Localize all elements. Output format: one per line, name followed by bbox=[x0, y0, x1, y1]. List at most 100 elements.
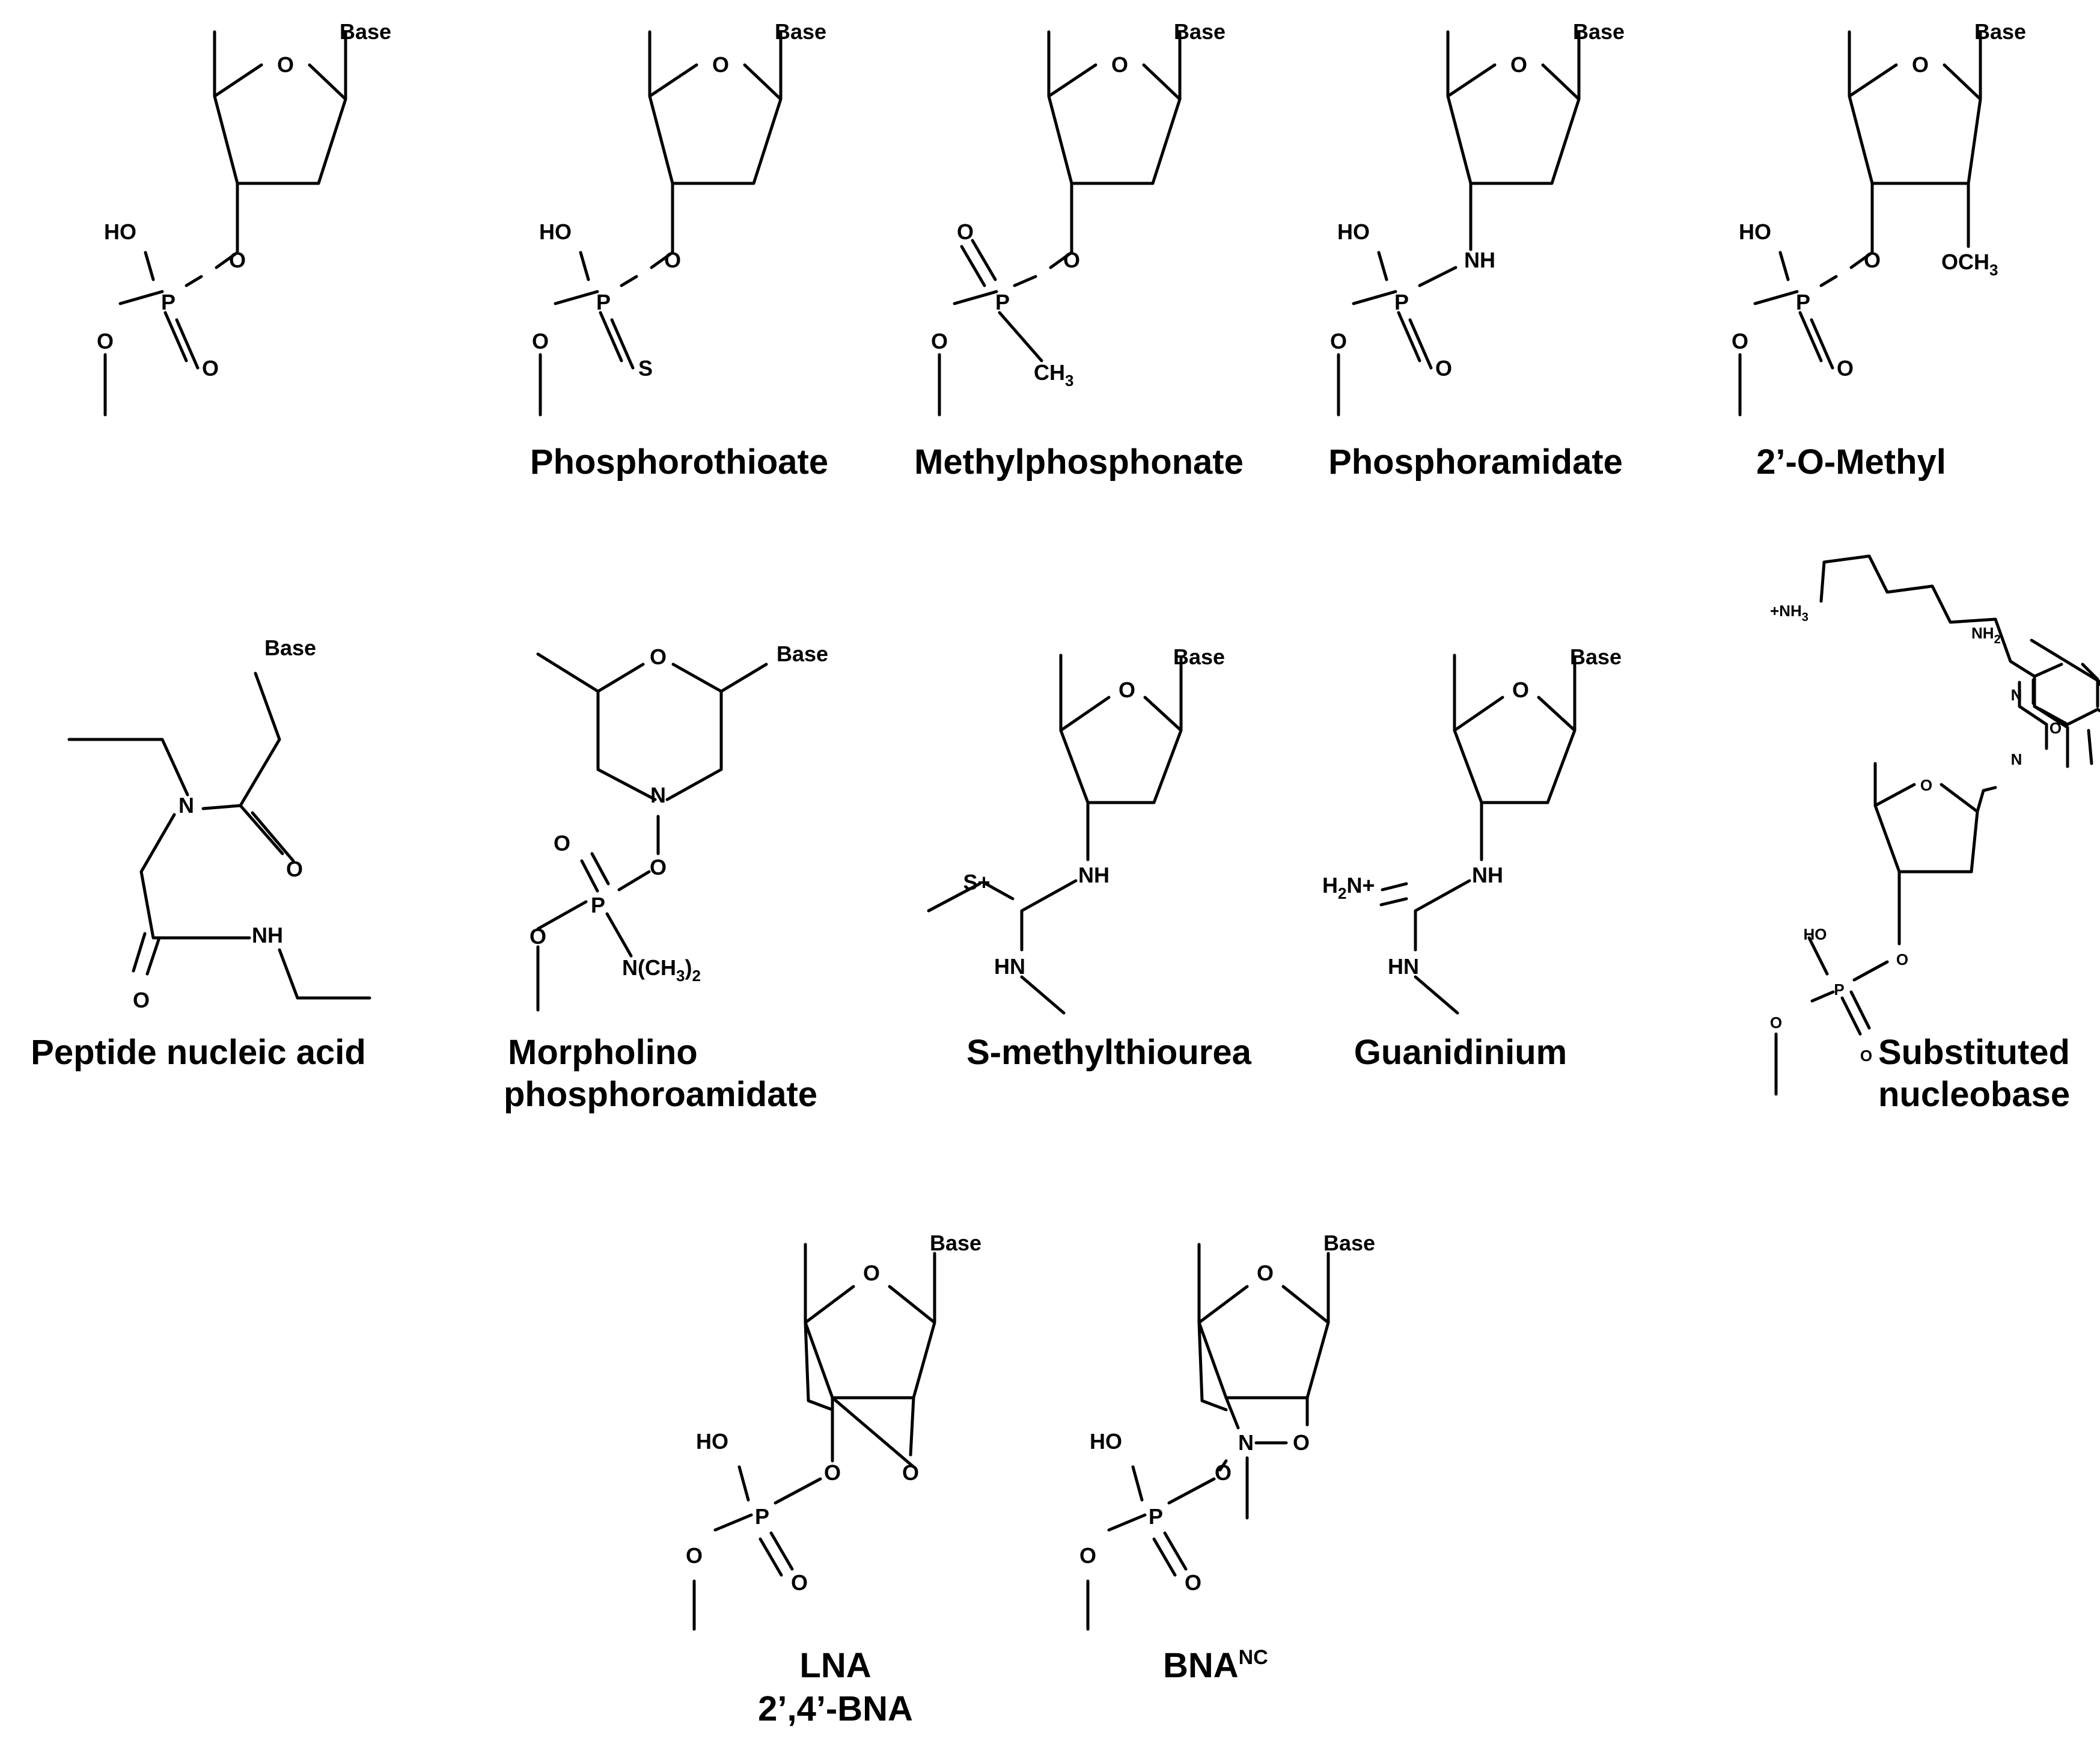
amide-oxygen: O bbox=[286, 857, 303, 881]
title-peptide-nucleic-acid: Peptide nucleic acid bbox=[31, 1033, 366, 1072]
linker-oxygen: O bbox=[530, 924, 546, 949]
title-bna-nc: BNANC bbox=[1163, 1646, 1268, 1685]
phosphorus-label: P bbox=[1149, 1504, 1163, 1529]
structure-substituted-nucleobase: +NH3 NH2 N N O O O HO P O O bbox=[1770, 554, 2100, 1096]
sulfonium-label: S+ bbox=[963, 870, 990, 895]
title-lna-line2: 2’,4’-BNA bbox=[758, 1689, 913, 1728]
ring-oxygen: O bbox=[863, 1261, 880, 1285]
ammonium-label: +NH3 bbox=[1770, 602, 1809, 624]
title-substituted-line1: Substituted bbox=[1878, 1033, 2070, 1072]
ester-oxygen: O bbox=[1063, 248, 1080, 272]
hydroxyl-label: HO bbox=[1090, 1429, 1122, 1454]
title-s-methylthiourea: S-methylthiourea bbox=[966, 1033, 1251, 1072]
thiourea-nh: NH bbox=[1078, 863, 1110, 887]
ring-oxygen: O bbox=[712, 52, 729, 77]
amino-label: NH2 bbox=[1971, 624, 2001, 646]
hydroxyl-label: HO bbox=[539, 219, 572, 244]
dimethylamino-label: N(CH3)2 bbox=[622, 955, 701, 985]
title-morpholino-line2: phosphoroamidate bbox=[504, 1075, 817, 1114]
bridge-nitrogen: N bbox=[1238, 1430, 1254, 1455]
ester-oxygen: O bbox=[824, 1460, 841, 1485]
structure-lna: O Base O O HO P O O bbox=[686, 1231, 981, 1631]
base-label: Base bbox=[264, 635, 316, 660]
oxo-oxygen: O bbox=[1860, 1047, 1872, 1065]
linker-oxygen-n: O bbox=[650, 855, 667, 880]
ring-oxygen: O bbox=[650, 644, 667, 669]
oxo-oxygen: O bbox=[554, 831, 570, 855]
phosphorus-label: P bbox=[596, 290, 611, 314]
linker-oxygen: O bbox=[686, 1543, 703, 1568]
phosphorus-label: P bbox=[755, 1504, 769, 1529]
linker-oxygen: O bbox=[532, 329, 549, 353]
backbone-oxygen: O bbox=[133, 988, 150, 1012]
base-label: Base bbox=[1570, 644, 1622, 669]
structure-phosphoramidate: O Base NH HO P O O bbox=[1330, 19, 1625, 417]
structure-methylphosphonate: O Base O O P O CH3 bbox=[931, 19, 1226, 417]
amide-nh: NH bbox=[1464, 248, 1495, 272]
oxo-oxygen: O bbox=[957, 219, 974, 244]
base-label: Base bbox=[340, 19, 391, 44]
linker-oxygen: O bbox=[97, 329, 114, 353]
methyl-label: CH3 bbox=[1034, 360, 1073, 390]
phosphorus-label: P bbox=[591, 893, 605, 917]
base-label: Base bbox=[1974, 19, 2026, 44]
phosphorus-label: P bbox=[1796, 290, 1810, 314]
pyrimidine-n1: N bbox=[2011, 750, 2022, 768]
hydroxyl-label: HO bbox=[1804, 925, 1827, 943]
amine-nitrogen: N bbox=[179, 793, 194, 818]
oxo-oxygen: O bbox=[791, 1570, 808, 1595]
ring-oxygen: O bbox=[277, 52, 294, 77]
title-phosphoramidate: Phosphoramidate bbox=[1328, 442, 1623, 482]
ring-oxygen: O bbox=[1920, 776, 1932, 794]
linker-oxygen: O bbox=[931, 329, 948, 353]
ester-oxygen: O bbox=[1215, 1460, 1232, 1485]
title-2-o-methyl: 2’-O-Methyl bbox=[1756, 442, 1946, 482]
hydroxyl-label: HO bbox=[696, 1429, 728, 1454]
ring-oxygen: O bbox=[1119, 678, 1135, 702]
thiourea-hn: HN bbox=[994, 954, 1025, 979]
structure-guanidinium: O Base NH H2N+ HN bbox=[1322, 644, 1622, 1015]
base-label: Base bbox=[777, 641, 828, 666]
pyrimidine-n3: N bbox=[2011, 686, 2022, 704]
amide-nh: NH bbox=[252, 923, 283, 947]
hydroxyl-label: HO bbox=[1739, 219, 1771, 244]
ester-oxygen: O bbox=[229, 248, 246, 272]
ring-nitrogen: N bbox=[650, 783, 666, 807]
base-label: Base bbox=[1174, 19, 1226, 44]
thio-sulfur: S bbox=[638, 356, 653, 381]
structure-pna: Base N O O NH bbox=[67, 635, 371, 1012]
title-lna-line1: LNA bbox=[799, 1646, 871, 1685]
oxo-oxygen: O bbox=[1185, 1570, 1201, 1595]
structure-phosphodiester: O Base O HO P O O bbox=[97, 19, 391, 417]
guanidine-nh: NH bbox=[1472, 863, 1503, 887]
structure-2-o-methyl: O Base O OCH3 HO P O O bbox=[1732, 19, 2026, 417]
title-substituted-line2: nucleobase bbox=[1878, 1075, 2070, 1114]
title-methylphosphonate: Methylphosphonate bbox=[914, 442, 1244, 482]
phosphorus-label: P bbox=[995, 290, 1010, 314]
oxo-oxygen: O bbox=[202, 356, 219, 381]
iminium-label: H2N+ bbox=[1322, 873, 1375, 902]
ring-oxygen: O bbox=[1510, 52, 1527, 77]
phosphorus-label: P bbox=[161, 290, 176, 314]
base-label: Base bbox=[1573, 19, 1625, 44]
guanidine-hn: HN bbox=[1388, 954, 1419, 979]
ester-oxygen: O bbox=[1896, 950, 1908, 968]
title-phosphorothioate: Phosphorothioate bbox=[530, 442, 828, 482]
linker-oxygen: O bbox=[1330, 329, 1347, 353]
linker-oxygen: O bbox=[1770, 1014, 1782, 1032]
structure-s-methylthiourea: O Base NH S+ HN bbox=[927, 644, 1225, 1015]
carbonyl-oxygen: O bbox=[2050, 719, 2062, 737]
linker-oxygen: O bbox=[1732, 329, 1748, 353]
ester-oxygen: O bbox=[1864, 248, 1881, 272]
ring-oxygen: O bbox=[1111, 52, 1128, 77]
bridge-oxygen: O bbox=[902, 1460, 919, 1485]
ring-oxygen: O bbox=[1912, 52, 1929, 77]
ring-oxygen: O bbox=[1512, 678, 1529, 702]
base-label: Base bbox=[775, 19, 826, 44]
ester-oxygen: O bbox=[664, 248, 681, 272]
phosphorus-label: P bbox=[1834, 981, 1844, 999]
oxo-oxygen: O bbox=[1435, 356, 1452, 381]
base-label: Base bbox=[930, 1231, 981, 1255]
